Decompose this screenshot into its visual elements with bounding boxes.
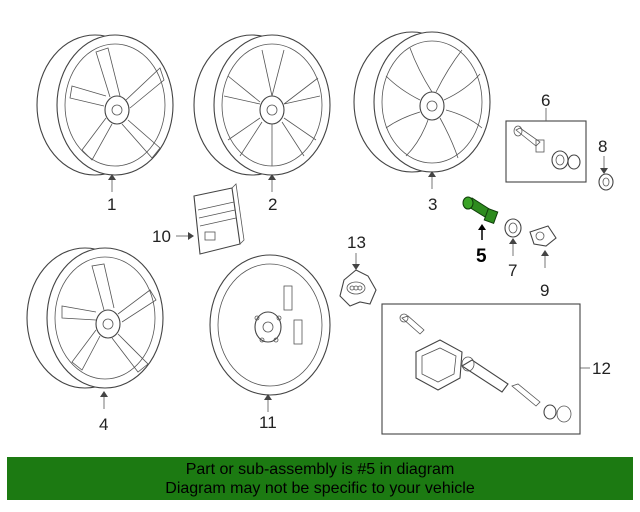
- callout-7: 7: [508, 261, 517, 280]
- callout-11: 11: [259, 413, 277, 432]
- callout-8: 8: [598, 137, 607, 156]
- tpms-sensor-kit-12[interactable]: [381, 303, 590, 435]
- callout-4: 4: [99, 415, 108, 434]
- callout-9: 9: [540, 281, 549, 300]
- center-cap-13[interactable]: [339, 253, 377, 307]
- label-10[interactable]: [176, 183, 245, 255]
- valve-kit-6[interactable]: [505, 108, 587, 183]
- callout-12: 12: [592, 359, 611, 378]
- banner-line-1: Part or sub-assembly is #5 in diagram: [185, 461, 455, 478]
- callout-3: 3: [428, 195, 437, 214]
- callout-13: 13: [347, 233, 366, 252]
- spare-wheel-11[interactable]: [209, 254, 331, 412]
- wheel-4[interactable]: [26, 247, 164, 409]
- callout-6: 6: [541, 91, 550, 110]
- wheel-2[interactable]: [193, 34, 331, 192]
- valve-cap-8[interactable]: [598, 156, 614, 191]
- info-banner: Part or sub-assembly is #5 in diagram Di…: [7, 457, 633, 500]
- parts-diagram: 1 2 3 4: [26, 31, 614, 435]
- banner-line-2: Diagram may not be specific to your vehi…: [165, 480, 475, 497]
- callout-2: 2: [268, 195, 277, 214]
- callout-10: 10: [152, 227, 171, 246]
- nut-7[interactable]: [504, 218, 522, 256]
- clip-9[interactable]: [529, 225, 557, 268]
- callout-5: 5: [476, 246, 487, 267]
- callout-1: 1: [107, 195, 116, 214]
- valve-stem-5-highlighted[interactable]: [462, 196, 499, 240]
- wheel-1[interactable]: [36, 34, 174, 192]
- wheel-3[interactable]: [353, 31, 491, 189]
